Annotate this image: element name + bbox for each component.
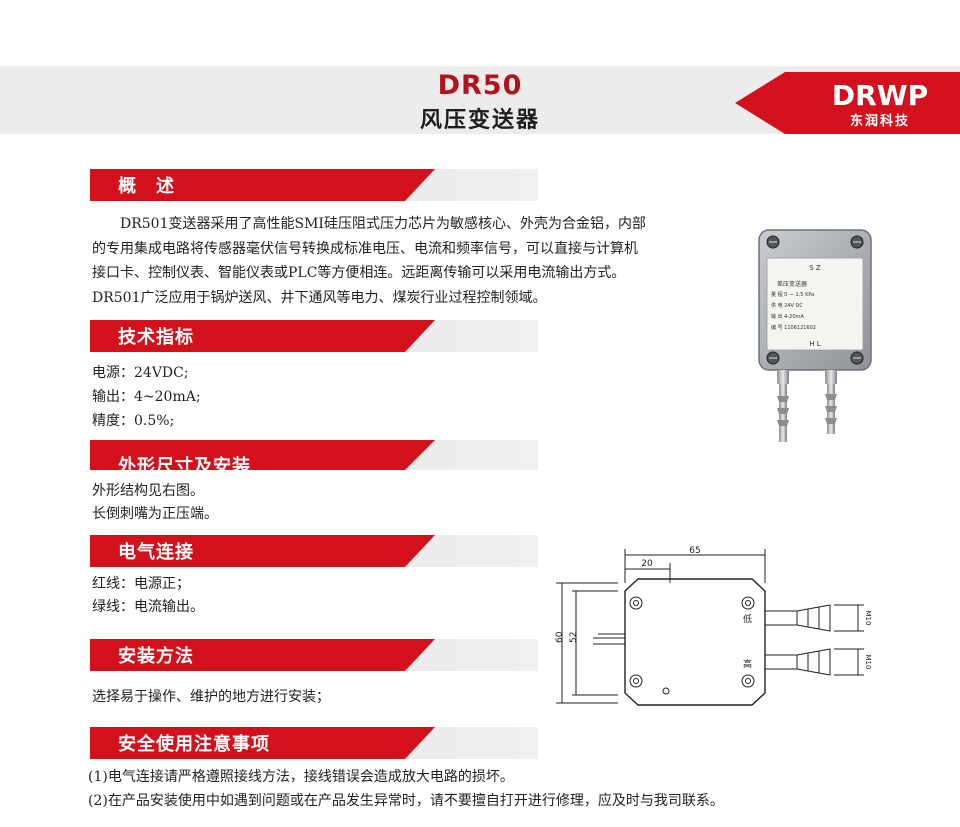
- section-title-wiring: 电气连接: [118, 542, 194, 563]
- port-high-label: 高: [743, 658, 752, 670]
- install-line-1: 选择易于操作、维护的地方进行安装；: [92, 689, 330, 705]
- mounting-text: 外形结构见右图。 长倒刺嘴为正压端。: [92, 480, 218, 526]
- spec-power: 电源：24VDC;: [92, 365, 189, 381]
- specs-text: 电源：24VDC; 输出：4~20mA; 精度：0.5%;: [92, 361, 201, 433]
- overview-line-2: 的专用集成电路将传感器毫伏信号转换成标准电压、电流和频率信号，可以直接与计算机: [92, 240, 638, 257]
- thread-low-label: M10: [864, 611, 872, 626]
- product-photo: S Z 差压变送器 量 程 0 — 1.5 KPa 供 电 24V DC 输 出…: [758, 229, 872, 442]
- section-title-specs: 技术指标: [118, 327, 194, 348]
- dim-width-label: 65: [689, 546, 700, 556]
- dim-height-outer-label: 60: [555, 631, 565, 643]
- dim-offset-label: 20: [641, 559, 653, 569]
- section-header-overview: 概 述: [90, 169, 538, 201]
- spec-output: 输出：4~20mA;: [92, 389, 201, 405]
- section-title-mounting: 外形尺寸及安装: [118, 456, 251, 477]
- spec-accuracy: 精度：0.5%;: [92, 413, 175, 429]
- dim-height-inner-label: 52: [569, 632, 579, 643]
- section-header-safety: 安全使用注意事项: [90, 727, 538, 759]
- photo-label-range: 量 程 0 — 1.5 KPa: [771, 291, 814, 298]
- logo-subtitle: 东润科技: [850, 113, 910, 129]
- section-header-specs: 技术指标: [90, 320, 538, 352]
- safety-line-2: (2)在产品安装使用中如遇到问题或在产品发生异常时，请不要擅自打开进行修理，应及…: [88, 793, 724, 809]
- photo-label-supply: 供 电 24V DC: [771, 302, 803, 309]
- product-name: 风压变送器: [419, 108, 540, 133]
- overview-line-4: DR501广泛应用于锅炉送风、井下通风等电力、煤炭行业过程控制领域。: [92, 289, 547, 306]
- safety-line-1: (1)电气连接请严格遵照接线方法，接线错误会造成放大电路的损坏。: [88, 769, 514, 785]
- photo-label-output: 输 出 4-20mA: [771, 313, 804, 320]
- section-title-overview: 概 述: [118, 176, 175, 197]
- photo-label-title: 差压变送器: [777, 280, 807, 288]
- wiring-green: 绿线：电流输出。: [92, 599, 204, 615]
- section-title-install: 安装方法: [118, 646, 194, 667]
- wiring-red: 红线：电源正；: [92, 576, 190, 592]
- mounting-line-1: 外形结构见右图。: [92, 483, 204, 499]
- install-text: 选择易于操作、维护的地方进行安装；: [92, 685, 330, 710]
- overview-text: DR501变送器采用了高性能SMI硅压阻式压力芯片为敏感核心、外壳为合金铝，内部…: [92, 212, 646, 310]
- brand-logo: DRWP 东润科技: [735, 72, 960, 134]
- overview-line-3: 接口卡、控制仪表、智能仪表或PLC等方便相连。远距离传输可以采用电流输出方式。: [92, 265, 626, 281]
- section-header-mounting: 外形尺寸及安装: [90, 440, 538, 477]
- photo-top-marks: S Z: [809, 264, 821, 272]
- port-low-label: 低: [743, 613, 752, 625]
- model-number: DR50: [437, 70, 523, 101]
- mounting-line-2: 长倒刺嘴为正压端。: [92, 506, 218, 522]
- wiring-text: 红线：电源正； 绿线：电流输出。: [92, 573, 204, 619]
- photo-bottom-marks: H L: [809, 340, 820, 348]
- dimension-drawing: 65 20 60 52 低 高 M10 M10: [555, 546, 872, 706]
- thread-high-label: M10: [864, 655, 872, 670]
- photo-label-serial: 编 号 1106121602: [771, 324, 816, 331]
- section-header-install: 安装方法: [90, 639, 538, 671]
- section-header-wiring: 电气连接: [90, 535, 538, 567]
- section-title-safety: 安全使用注意事项: [118, 734, 270, 755]
- safety-text: (1)电气连接请严格遵照接线方法，接线错误会造成放大电路的损坏。 (2)在产品安…: [88, 765, 724, 813]
- overview-line-1: DR501变送器采用了高性能SMI硅压阻式压力芯片为敏感核心、外壳为合金铝，内部: [120, 216, 646, 232]
- logo-text: DRWP: [832, 79, 928, 112]
